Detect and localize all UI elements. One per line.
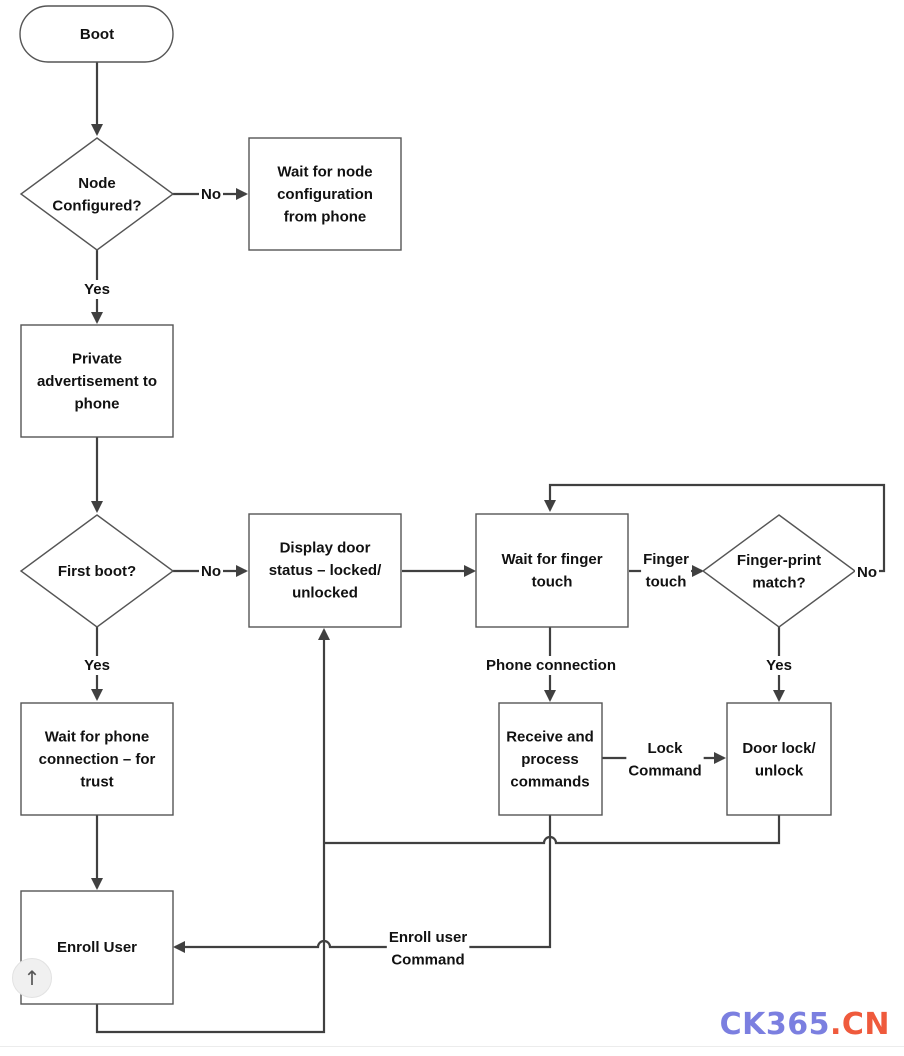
node-fingerprint-label: Finger-print match? bbox=[737, 552, 821, 592]
node-enroll-user-label: Enroll User bbox=[57, 939, 137, 956]
watermark-part1: CK365 bbox=[719, 1007, 830, 1042]
label-line: touch bbox=[646, 573, 687, 590]
label-line: No bbox=[857, 564, 877, 581]
label-line: trust bbox=[80, 774, 113, 791]
node-boot-label: Boot bbox=[80, 26, 114, 43]
label-line: phone bbox=[75, 396, 120, 413]
label-line: Receive and bbox=[506, 729, 594, 746]
node-wait-config: Wait for node configuration from phone bbox=[248, 137, 402, 251]
label-no-config: No bbox=[201, 186, 221, 203]
node-enroll-user: Enroll User bbox=[20, 890, 174, 1005]
label-line: unlock bbox=[755, 762, 804, 779]
node-boot: Boot bbox=[19, 5, 174, 63]
label-line: Configured? bbox=[52, 197, 141, 214]
label-phone-connection: Phone connection bbox=[486, 657, 616, 674]
label-line: unlocked bbox=[292, 585, 358, 602]
label-line: Command bbox=[391, 951, 464, 968]
watermark-part2: .CN bbox=[829, 1007, 890, 1042]
label-line: configuration bbox=[277, 186, 373, 203]
label-line: status – locked/ bbox=[269, 562, 382, 579]
label-line: Door lock/ bbox=[742, 740, 816, 757]
label-line: from phone bbox=[284, 209, 367, 226]
label-no-match: No bbox=[857, 564, 877, 581]
node-display-door-label: Display door status – locked/unlocked bbox=[269, 540, 382, 602]
node-receive-process: Receive and process commands bbox=[498, 702, 603, 816]
label-background bbox=[199, 185, 223, 204]
label-line: Command bbox=[628, 762, 701, 779]
watermark: CK365.CN bbox=[720, 1007, 890, 1042]
label-background bbox=[199, 562, 223, 581]
node-firstboot-decision: First boot? bbox=[19, 514, 175, 628]
label-line: match? bbox=[752, 574, 805, 591]
label-line: Wait for phone bbox=[45, 729, 149, 746]
label-background bbox=[641, 549, 692, 592]
node-wait-phone-label: Wait for phone connection – for trust bbox=[39, 729, 156, 791]
label-line: No bbox=[201, 563, 221, 580]
label-background bbox=[386, 927, 470, 970]
node-door-lock: Door lock/unlock bbox=[726, 702, 832, 816]
arrow-up-icon: ↑ bbox=[23, 966, 41, 990]
label-finger-touch: Finger touch bbox=[643, 551, 689, 591]
label-line: First boot? bbox=[58, 563, 136, 580]
label-line: Yes bbox=[84, 657, 110, 674]
node-display-door: Display door status – locked/unlocked bbox=[248, 513, 402, 628]
bottom-divider bbox=[0, 1046, 904, 1047]
label-background bbox=[82, 280, 112, 299]
node-private-adv-label: Private advertisement to phone bbox=[37, 351, 157, 413]
label-line: Wait for node bbox=[277, 164, 372, 181]
node-firstboot-label: First boot? bbox=[58, 563, 136, 580]
edge-enroll-return bbox=[95, 628, 330, 1034]
scroll-top-button[interactable]: ↑ bbox=[12, 958, 52, 998]
node-wait-finger-label: Wait for finger touch bbox=[501, 551, 602, 591]
label-yes-first: Yes bbox=[84, 657, 110, 674]
label-line: Wait for finger bbox=[501, 551, 602, 568]
label-line: Yes bbox=[766, 657, 792, 674]
label-yes-match: Yes bbox=[766, 657, 792, 674]
edge-labels: No Yes No Yes Finger touch No Yes Phone c… bbox=[82, 185, 879, 970]
label-line: Enroll user bbox=[389, 929, 468, 946]
label-background bbox=[483, 656, 619, 675]
label-line: commands bbox=[510, 774, 589, 791]
label-background bbox=[82, 656, 112, 675]
label-line: Phone connection bbox=[486, 657, 616, 674]
label-background bbox=[764, 656, 794, 675]
label-line: advertisement to bbox=[37, 373, 157, 390]
label-background bbox=[855, 563, 879, 582]
label-line: No bbox=[201, 186, 221, 203]
label-yes-config: Yes bbox=[84, 281, 110, 298]
label-line: Display door bbox=[280, 540, 371, 557]
label-line: Private bbox=[72, 351, 122, 368]
label-line: Node bbox=[78, 175, 116, 192]
node-door-lock-label: Door lock/unlock bbox=[742, 740, 816, 780]
label-line: process bbox=[521, 751, 579, 768]
edge-enroll-command bbox=[173, 815, 552, 953]
node-fingerprint-decision: Finger-print match? bbox=[701, 514, 857, 628]
label-line: Boot bbox=[80, 26, 114, 43]
node-wait-phone: Wait for phone connection – for trust bbox=[20, 702, 174, 816]
label-line: Finger bbox=[643, 551, 689, 568]
label-line: connection – for bbox=[39, 751, 156, 768]
node-wait-config-label: Wait for node configuration from phone bbox=[277, 164, 373, 226]
label-line: Lock bbox=[647, 740, 683, 757]
node-receive-process-label: Receive and process commands bbox=[506, 729, 594, 791]
label-line: Enroll User bbox=[57, 939, 137, 956]
node-wait-finger: Wait for finger touch bbox=[475, 513, 629, 628]
node-private-adv: Private advertisement to phone bbox=[20, 324, 174, 438]
label-line: touch bbox=[532, 573, 573, 590]
edge-doorlock-return bbox=[324, 815, 781, 845]
label-line: Yes bbox=[84, 281, 110, 298]
label-no-first: No bbox=[201, 563, 221, 580]
label-background bbox=[626, 738, 704, 781]
label-line: Finger-print bbox=[737, 552, 821, 569]
